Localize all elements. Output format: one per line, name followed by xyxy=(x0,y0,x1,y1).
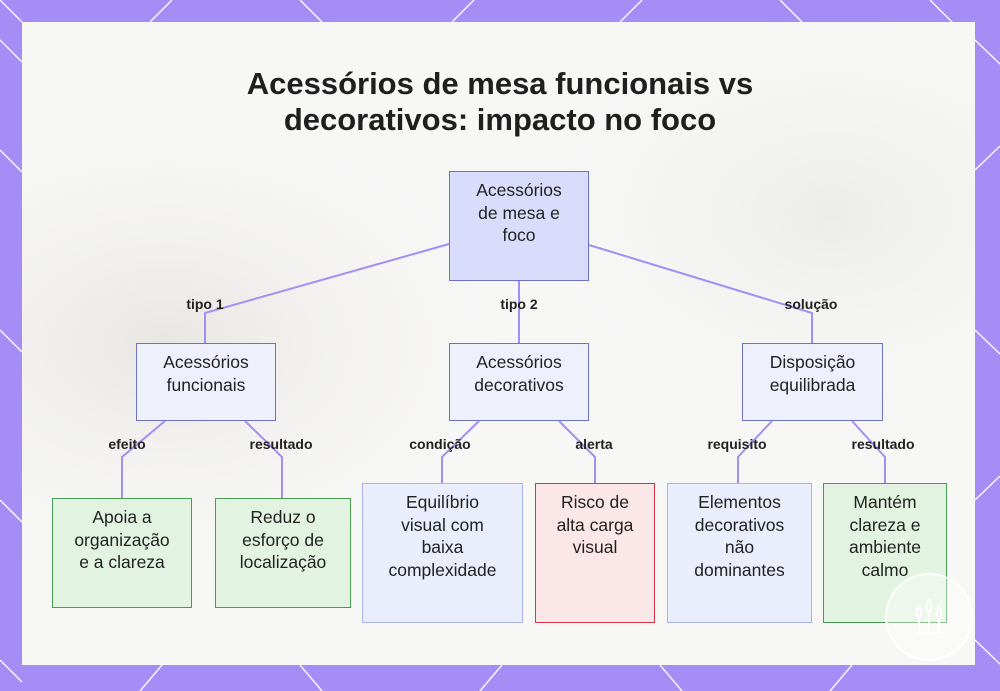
node-functional: Acessórios funcionais xyxy=(136,343,276,421)
edge-label-result-balanced: resultado xyxy=(851,436,914,452)
edge-balanced-keeps xyxy=(852,421,885,483)
edge-decorative-risk xyxy=(559,421,595,483)
node-root: Acessórios de mesa e foco xyxy=(449,171,589,281)
node-functional-label: Acessórios funcionais xyxy=(163,351,249,396)
edge-label-type2: tipo 2 xyxy=(500,296,537,312)
node-elements-label: Elementos decorativos não dominantes xyxy=(694,491,784,581)
edge-balanced-elements xyxy=(738,421,772,483)
node-decorative-label: Acessórios decorativos xyxy=(474,351,564,396)
plant-icon xyxy=(907,597,951,637)
node-risk: Risco de alta carga visual xyxy=(535,483,655,623)
node-supports-label: Apoia a organização e a clareza xyxy=(74,506,169,574)
watermark-logo xyxy=(885,573,973,661)
node-supports: Apoia a organização e a clareza xyxy=(52,498,192,608)
node-risk-label: Risco de alta carga visual xyxy=(557,491,634,559)
edge-label-solution: solução xyxy=(785,296,838,312)
edge-label-type1: tipo 1 xyxy=(186,296,223,312)
edge-label-condition: condição xyxy=(409,436,470,452)
node-keeps-label: Mantém clareza e ambiente calmo xyxy=(849,491,921,581)
node-balanced-label: Disposição equilibrada xyxy=(770,351,856,396)
node-reduces-label: Reduz o esforço de localização xyxy=(240,506,327,574)
node-root-label: Acessórios de mesa e foco xyxy=(476,179,562,247)
node-elements: Elementos decorativos não dominantes xyxy=(667,483,812,623)
edge-label-requirement: requisito xyxy=(707,436,766,452)
edge-root-functional xyxy=(205,244,449,343)
edge-functional-supports xyxy=(122,421,165,498)
edge-label-effect: efeito xyxy=(108,436,145,452)
node-balanced: Disposição equilibrada xyxy=(742,343,883,421)
edge-label-alert: alerta xyxy=(575,436,612,452)
node-decorative: Acessórios decorativos xyxy=(449,343,589,421)
node-reduces: Reduz o esforço de localização xyxy=(215,498,351,608)
edge-label-result-functional: resultado xyxy=(249,436,312,452)
edge-root-balanced xyxy=(589,245,812,343)
node-balance: Equilíbrio visual com baixa complexidade xyxy=(362,483,523,623)
node-balance-label: Equilíbrio visual com baixa complexidade xyxy=(389,491,497,581)
edge-decorative-balance xyxy=(442,421,479,483)
edge-functional-reduces xyxy=(245,421,282,498)
